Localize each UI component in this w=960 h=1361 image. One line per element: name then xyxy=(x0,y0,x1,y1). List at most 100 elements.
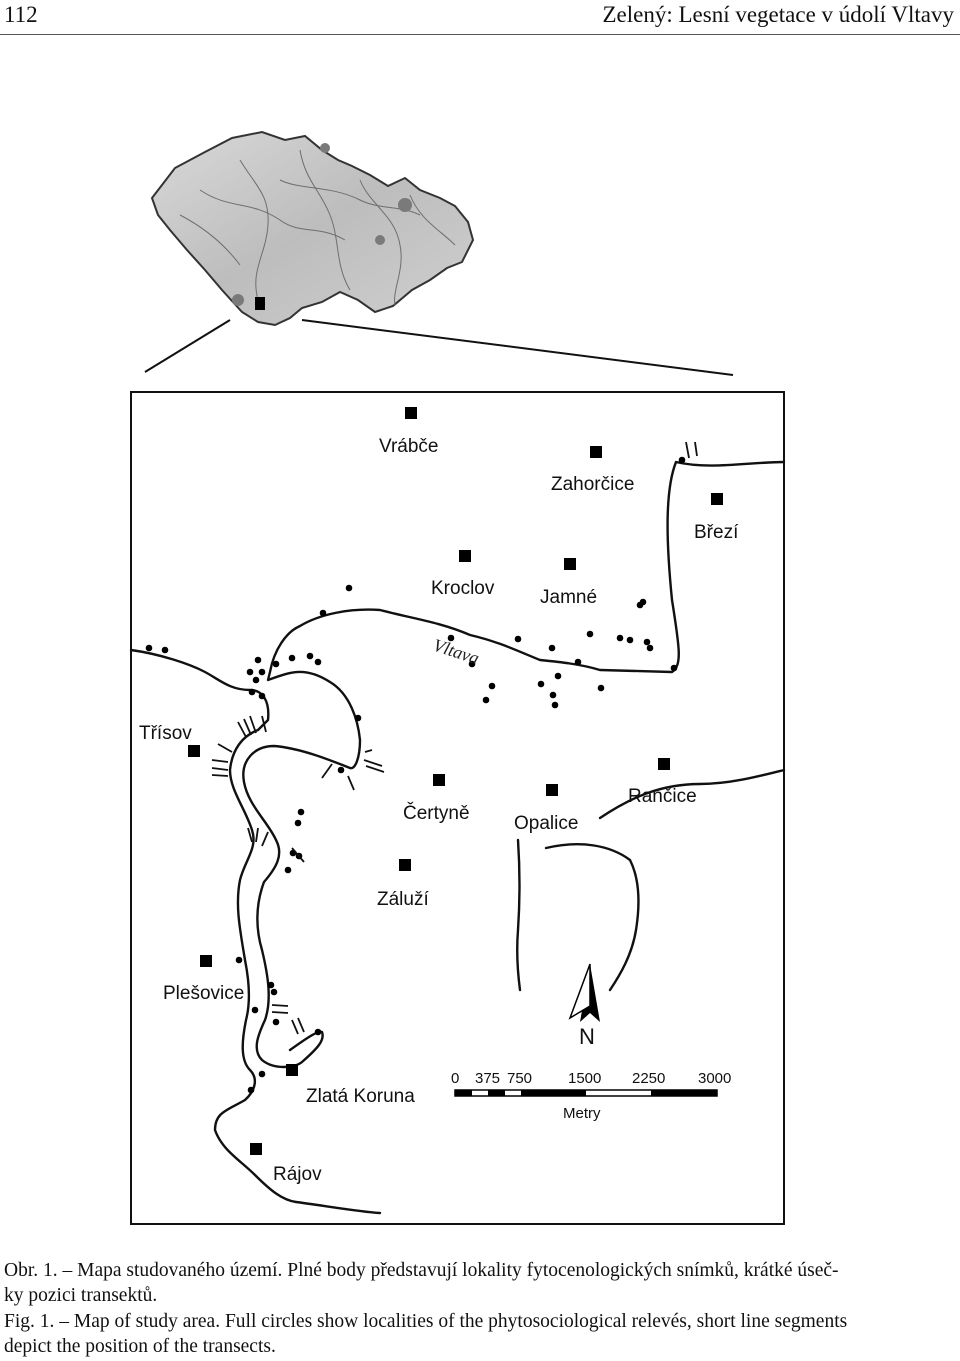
releve-point xyxy=(468,660,476,668)
releve-point xyxy=(306,652,314,660)
village-marker xyxy=(590,446,602,458)
transect-segment xyxy=(237,721,247,738)
page-header: 112 Zelený: Lesní vegetace v údolí Vltav… xyxy=(0,0,960,36)
village-marker xyxy=(250,1143,262,1155)
place-label: Opalice xyxy=(514,813,578,834)
releve-point xyxy=(345,584,353,592)
transect-segment xyxy=(261,715,267,733)
vltava-river xyxy=(129,460,786,1215)
village-marker xyxy=(546,784,558,796)
releve-point xyxy=(254,656,262,664)
village-marker xyxy=(200,955,212,967)
transect-segment xyxy=(261,831,269,847)
transect-segment xyxy=(291,847,305,863)
releve-point xyxy=(319,609,327,617)
village-marker xyxy=(399,859,411,871)
transect-segment xyxy=(211,759,229,763)
place-label: Třísov xyxy=(139,723,192,744)
village-markers xyxy=(188,407,723,1155)
releve-point xyxy=(258,668,266,676)
scale-tick-label: 375 xyxy=(475,1070,500,1087)
releve-point xyxy=(314,1028,322,1036)
village-marker xyxy=(711,493,723,505)
place-label: Zahorčice xyxy=(551,474,634,495)
scale-tick-label: 0 xyxy=(451,1070,459,1087)
transect-segment xyxy=(211,767,229,771)
caption-line: Obr. 1. – Mapa studovaného území. Plné b… xyxy=(4,1260,839,1281)
transect-segment xyxy=(694,441,698,457)
releve-point xyxy=(482,696,490,704)
releve-point xyxy=(258,692,266,700)
village-marker xyxy=(564,558,576,570)
transect-segment xyxy=(685,441,690,459)
releve-point xyxy=(551,701,559,709)
inset-map xyxy=(150,130,475,327)
caption-line: ky pozici transektů. xyxy=(4,1285,158,1306)
transect-segment xyxy=(321,763,333,779)
releve-point xyxy=(288,654,296,662)
place-label: Kroclov xyxy=(431,578,495,599)
header-rule xyxy=(0,34,960,35)
transect-segment xyxy=(255,827,259,843)
releve-point xyxy=(337,766,345,774)
caption-line: depict the position of the transects. xyxy=(4,1336,276,1357)
releve-point xyxy=(586,630,594,638)
place-label: Čertyně xyxy=(403,802,470,824)
releve-point xyxy=(267,981,275,989)
releve-point xyxy=(251,1006,259,1014)
releve-point xyxy=(284,866,292,874)
transect-segment xyxy=(247,827,253,843)
releve-point xyxy=(145,644,153,652)
transect-segment xyxy=(271,1004,289,1007)
village-labels: Vrábče Zahorčice Březí Kroclov Jamné Tří… xyxy=(139,436,739,1185)
transect-segment xyxy=(217,743,233,753)
transect-segment xyxy=(363,759,383,767)
place-label: Zlatá Koruna xyxy=(306,1086,415,1107)
releve-point xyxy=(554,672,562,680)
transect-segment xyxy=(364,749,373,753)
north-label: N xyxy=(579,1024,595,1049)
transect-segment xyxy=(249,715,257,734)
village-marker xyxy=(286,1064,298,1076)
releve-point xyxy=(678,456,686,464)
releve-point xyxy=(258,1070,266,1078)
transect-segment xyxy=(297,1017,305,1033)
place-label: Rájov xyxy=(273,1164,322,1185)
releve-point xyxy=(447,634,455,642)
village-marker xyxy=(459,550,471,562)
running-title: Zelený: Lesní vegetace v údolí Vltavy xyxy=(602,2,955,27)
releve-point xyxy=(646,644,654,652)
releve-point xyxy=(272,660,280,668)
releve-point xyxy=(488,682,496,690)
releve-point xyxy=(248,688,256,696)
releve-point xyxy=(294,819,302,827)
releve-point xyxy=(574,658,582,666)
releve-point xyxy=(537,680,545,688)
releve-point xyxy=(270,988,278,996)
releve-point xyxy=(272,1018,280,1026)
scale-bar: 0 375 750 1500 2250 3000 Metry xyxy=(451,1070,731,1122)
place-label: Březí xyxy=(694,522,739,543)
releve-point xyxy=(297,808,305,816)
releve-point xyxy=(549,691,557,699)
releve-point xyxy=(643,638,651,646)
place-label: Záluží xyxy=(377,889,429,910)
releve-point xyxy=(636,601,644,609)
caption-czech: Obr. 1. – Mapa studovaného území. Plné b… xyxy=(4,1258,956,1308)
transect-segments xyxy=(211,441,698,1035)
village-marker xyxy=(433,774,445,786)
study-area-locator xyxy=(255,297,265,310)
releve-point xyxy=(235,956,243,964)
place-label: Jamné xyxy=(540,587,597,608)
map-frame xyxy=(130,391,785,1225)
transect-segment xyxy=(271,1011,289,1014)
scale-tick-label: 750 xyxy=(507,1070,532,1087)
place-label: Rančice xyxy=(628,786,697,807)
transect-segment xyxy=(211,774,229,777)
country-outline xyxy=(150,130,475,327)
inset-connector-right xyxy=(301,319,734,376)
village-marker xyxy=(405,407,417,419)
releve-point xyxy=(548,644,556,652)
releve-point xyxy=(246,668,254,676)
place-label: Plešovice xyxy=(163,983,244,1004)
